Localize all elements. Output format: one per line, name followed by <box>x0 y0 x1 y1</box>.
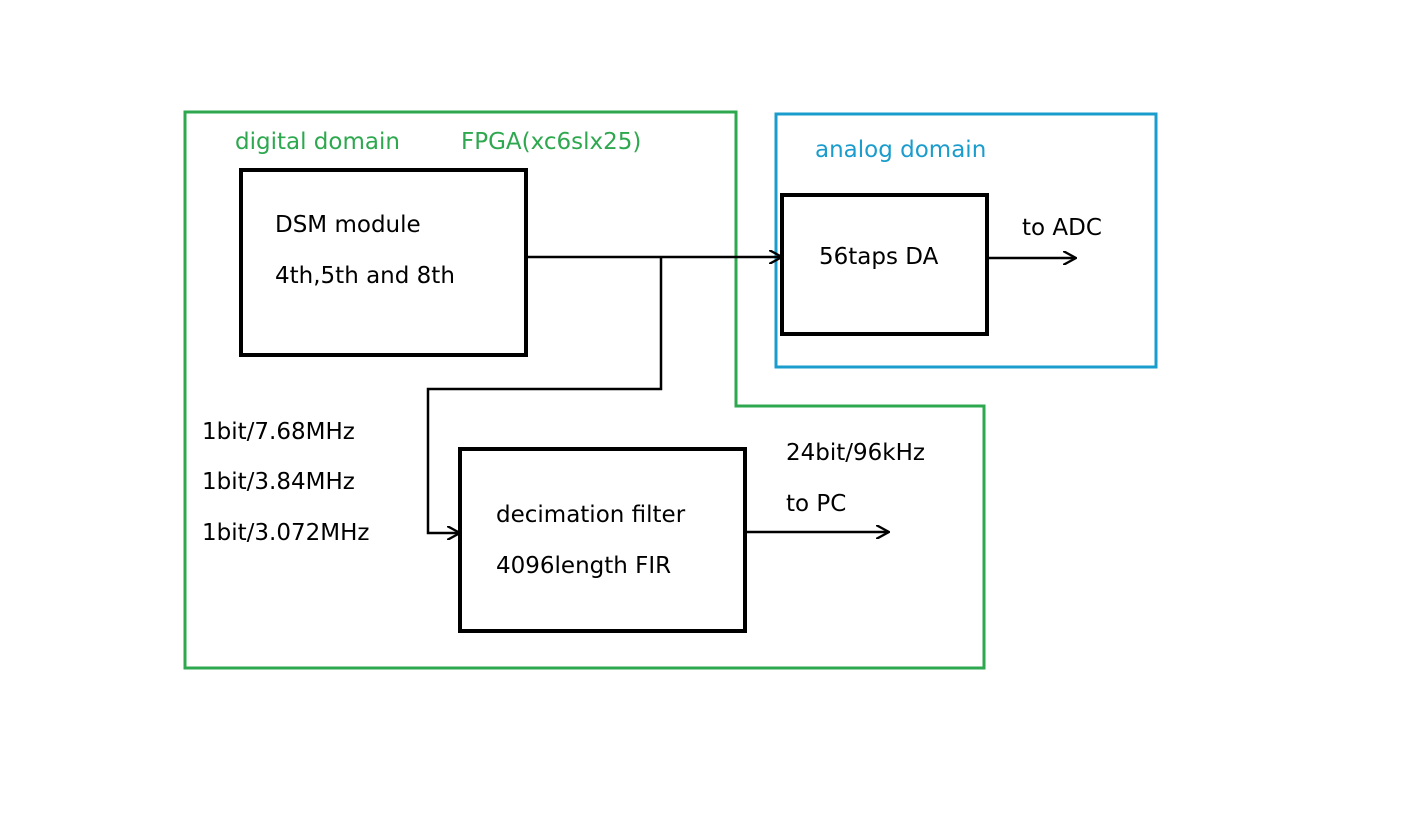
fpga-chip-label: FPGA(xc6slx25) <box>461 129 642 155</box>
rate-label-3-84mhz: 1bit/3.84MHz <box>202 469 355 495</box>
to-pc-label: to PC <box>786 491 847 517</box>
to-adc-label: to ADC <box>1022 215 1102 241</box>
rate-label-7-68mhz: 1bit/7.68MHz <box>202 419 355 445</box>
da-block-label: 56taps DA <box>819 244 939 270</box>
digital-domain-title: digital domain <box>235 129 400 155</box>
decimation-filter-block <box>458 447 747 633</box>
dsm-module-block <box>239 168 528 357</box>
analog-domain-boundary <box>774 112 1158 369</box>
dsm-to-filter-arrow <box>426 257 663 533</box>
analog-domain-title: analog domain <box>815 137 987 163</box>
digital-domain-boundary <box>183 110 986 670</box>
dsm-module-title: DSM module <box>275 212 421 238</box>
dsm-module-orders: 4th,5th and 8th <box>275 263 455 289</box>
rate-label-3-072mhz: 1bit/3.072MHz <box>202 520 370 546</box>
decimation-filter-title: decimation filter <box>496 502 686 528</box>
da-block <box>780 193 989 336</box>
decimation-filter-length: 4096length FIR <box>496 553 672 579</box>
output-rate-label: 24bit/96kHz <box>786 440 925 466</box>
